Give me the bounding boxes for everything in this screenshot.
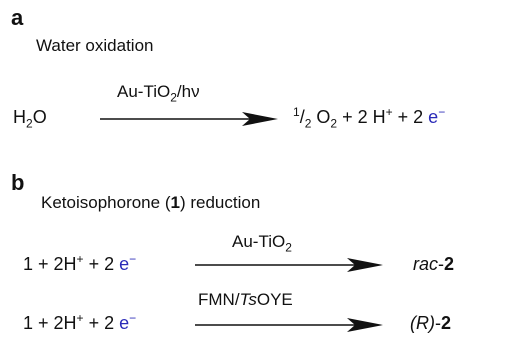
water-reactant-main: H: [13, 107, 26, 127]
electron-charge: −: [438, 105, 446, 119]
panel-b-title: Ketoisophorone (1) reduction: [41, 193, 260, 213]
product-prefix: rac: [413, 254, 439, 274]
panel-a-letter: a: [11, 5, 24, 30]
condition-pre: FMN/: [198, 290, 240, 309]
reactant-pre: 1 + 2H: [23, 313, 77, 333]
condition-tail: /hν: [176, 82, 200, 101]
reaction1-arrow: [195, 258, 383, 272]
condition-italic: Ts: [239, 290, 257, 309]
reaction1-condition: Au-TiO2: [232, 232, 292, 255]
reactant-pre: 1 + 2H: [23, 254, 77, 274]
condition-main: Au-TiO: [117, 82, 171, 101]
proton-charge: +: [76, 252, 84, 266]
electron-charge: −: [129, 311, 137, 325]
oxygen-label: O: [311, 107, 331, 127]
plus-electrons-label: + 2: [392, 107, 429, 127]
proton-charge: +: [385, 105, 393, 119]
water-reactant-tail: O: [32, 107, 47, 127]
reactant-mid: + 2: [83, 313, 120, 333]
condition-main: Au-TiO: [232, 232, 286, 251]
product-number: 2: [444, 254, 455, 274]
water-oxidation-arrow: [100, 112, 278, 126]
electron-symbol: e−: [119, 252, 137, 274]
title-pre: Ketoisophorone (: [41, 193, 171, 212]
protons-label: + 2 H: [337, 107, 386, 127]
reaction1-reactant: 1 + 2H+ + 2 e−: [23, 252, 137, 275]
condition-subscript: 2: [170, 90, 177, 105]
fraction-numerator: 1: [293, 105, 300, 119]
water-reactant-subscript: 2: [26, 116, 33, 131]
electron-symbol: e−: [119, 311, 137, 333]
reaction2-condition: FMN/TsOYE: [198, 290, 293, 310]
electron-charge: −: [129, 252, 137, 266]
reactant-mid: + 2: [83, 254, 120, 274]
product-dash: -: [438, 254, 445, 274]
panel-a-title: Water oxidation: [36, 36, 154, 55]
panel-b-letter: b: [11, 170, 25, 195]
electron-letter: e: [119, 313, 130, 333]
condition-subscript: 2: [285, 240, 292, 255]
electron-letter: e: [428, 107, 439, 127]
product-dash: -: [435, 313, 441, 333]
title-post: ) reduction: [179, 193, 261, 212]
water-reactant: H2O: [13, 107, 47, 131]
reaction1-product: rac-2: [413, 254, 454, 275]
product-prefix: (R): [410, 313, 435, 333]
electron-symbol: e−: [428, 105, 446, 127]
reaction2-arrow: [195, 318, 383, 332]
reaction2-product: (R)-2: [410, 313, 451, 334]
proton-charge: +: [76, 311, 84, 325]
title-compound-number: 1: [170, 193, 180, 212]
oxygen-subscript: 2: [330, 116, 338, 131]
product-number: 2: [441, 313, 452, 333]
water-oxidation-product: 1/2 O2 + 2 H+ + 2 e−: [293, 105, 446, 131]
condition-post: OYE: [256, 290, 293, 309]
reaction2-reactant: 1 + 2H+ + 2 e−: [23, 311, 137, 334]
fraction-denominator: 2: [304, 116, 312, 131]
water-oxidation-condition: Au-TiO2/hν: [117, 82, 200, 105]
electron-letter: e: [119, 254, 130, 274]
